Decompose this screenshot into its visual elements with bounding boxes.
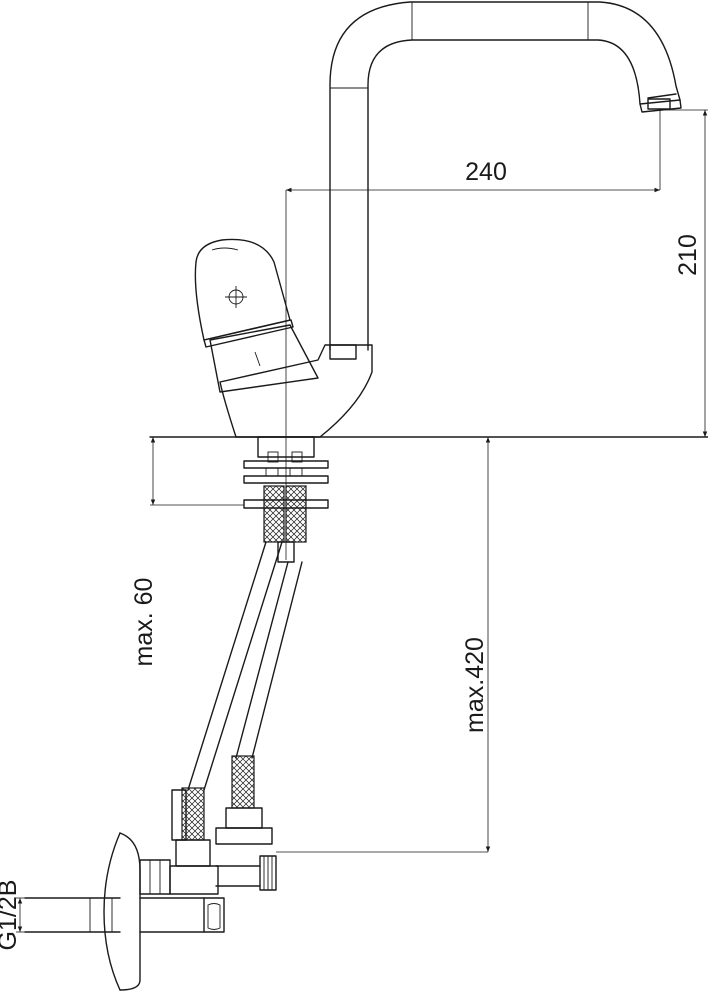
wall-supply-pipe: [24, 897, 205, 933]
angle-valve-left: [139, 789, 225, 933]
dimension-max-60: max. 60: [130, 437, 158, 666]
dimension-reach: 240: [286, 158, 660, 193]
flexible-hose-right: [231, 485, 307, 809]
faucet-body: [209, 324, 373, 438]
spout: [329, 1, 682, 351]
flexible-hose-left: [181, 485, 285, 841]
dimension-max-60-label: max. 60: [130, 578, 158, 667]
dimension-reach-label: 240: [465, 158, 507, 186]
wall-rosette: [103, 832, 141, 991]
dimension-max-420-label: max.420: [461, 637, 489, 733]
dimension-thread: G1/2B: [0, 880, 23, 951]
angle-valve-right: [215, 807, 277, 891]
dimension-max-420: max.420: [461, 437, 491, 852]
lever-screw-icon: [225, 286, 247, 308]
dimension-thread-label: G1/2B: [0, 880, 22, 951]
dimension-height: 210: [674, 110, 708, 437]
center-lines: [16, 109, 708, 933]
aerator: [647, 98, 671, 110]
lever-handle: [194, 238, 294, 348]
dimension-height-label: 210: [674, 234, 702, 276]
